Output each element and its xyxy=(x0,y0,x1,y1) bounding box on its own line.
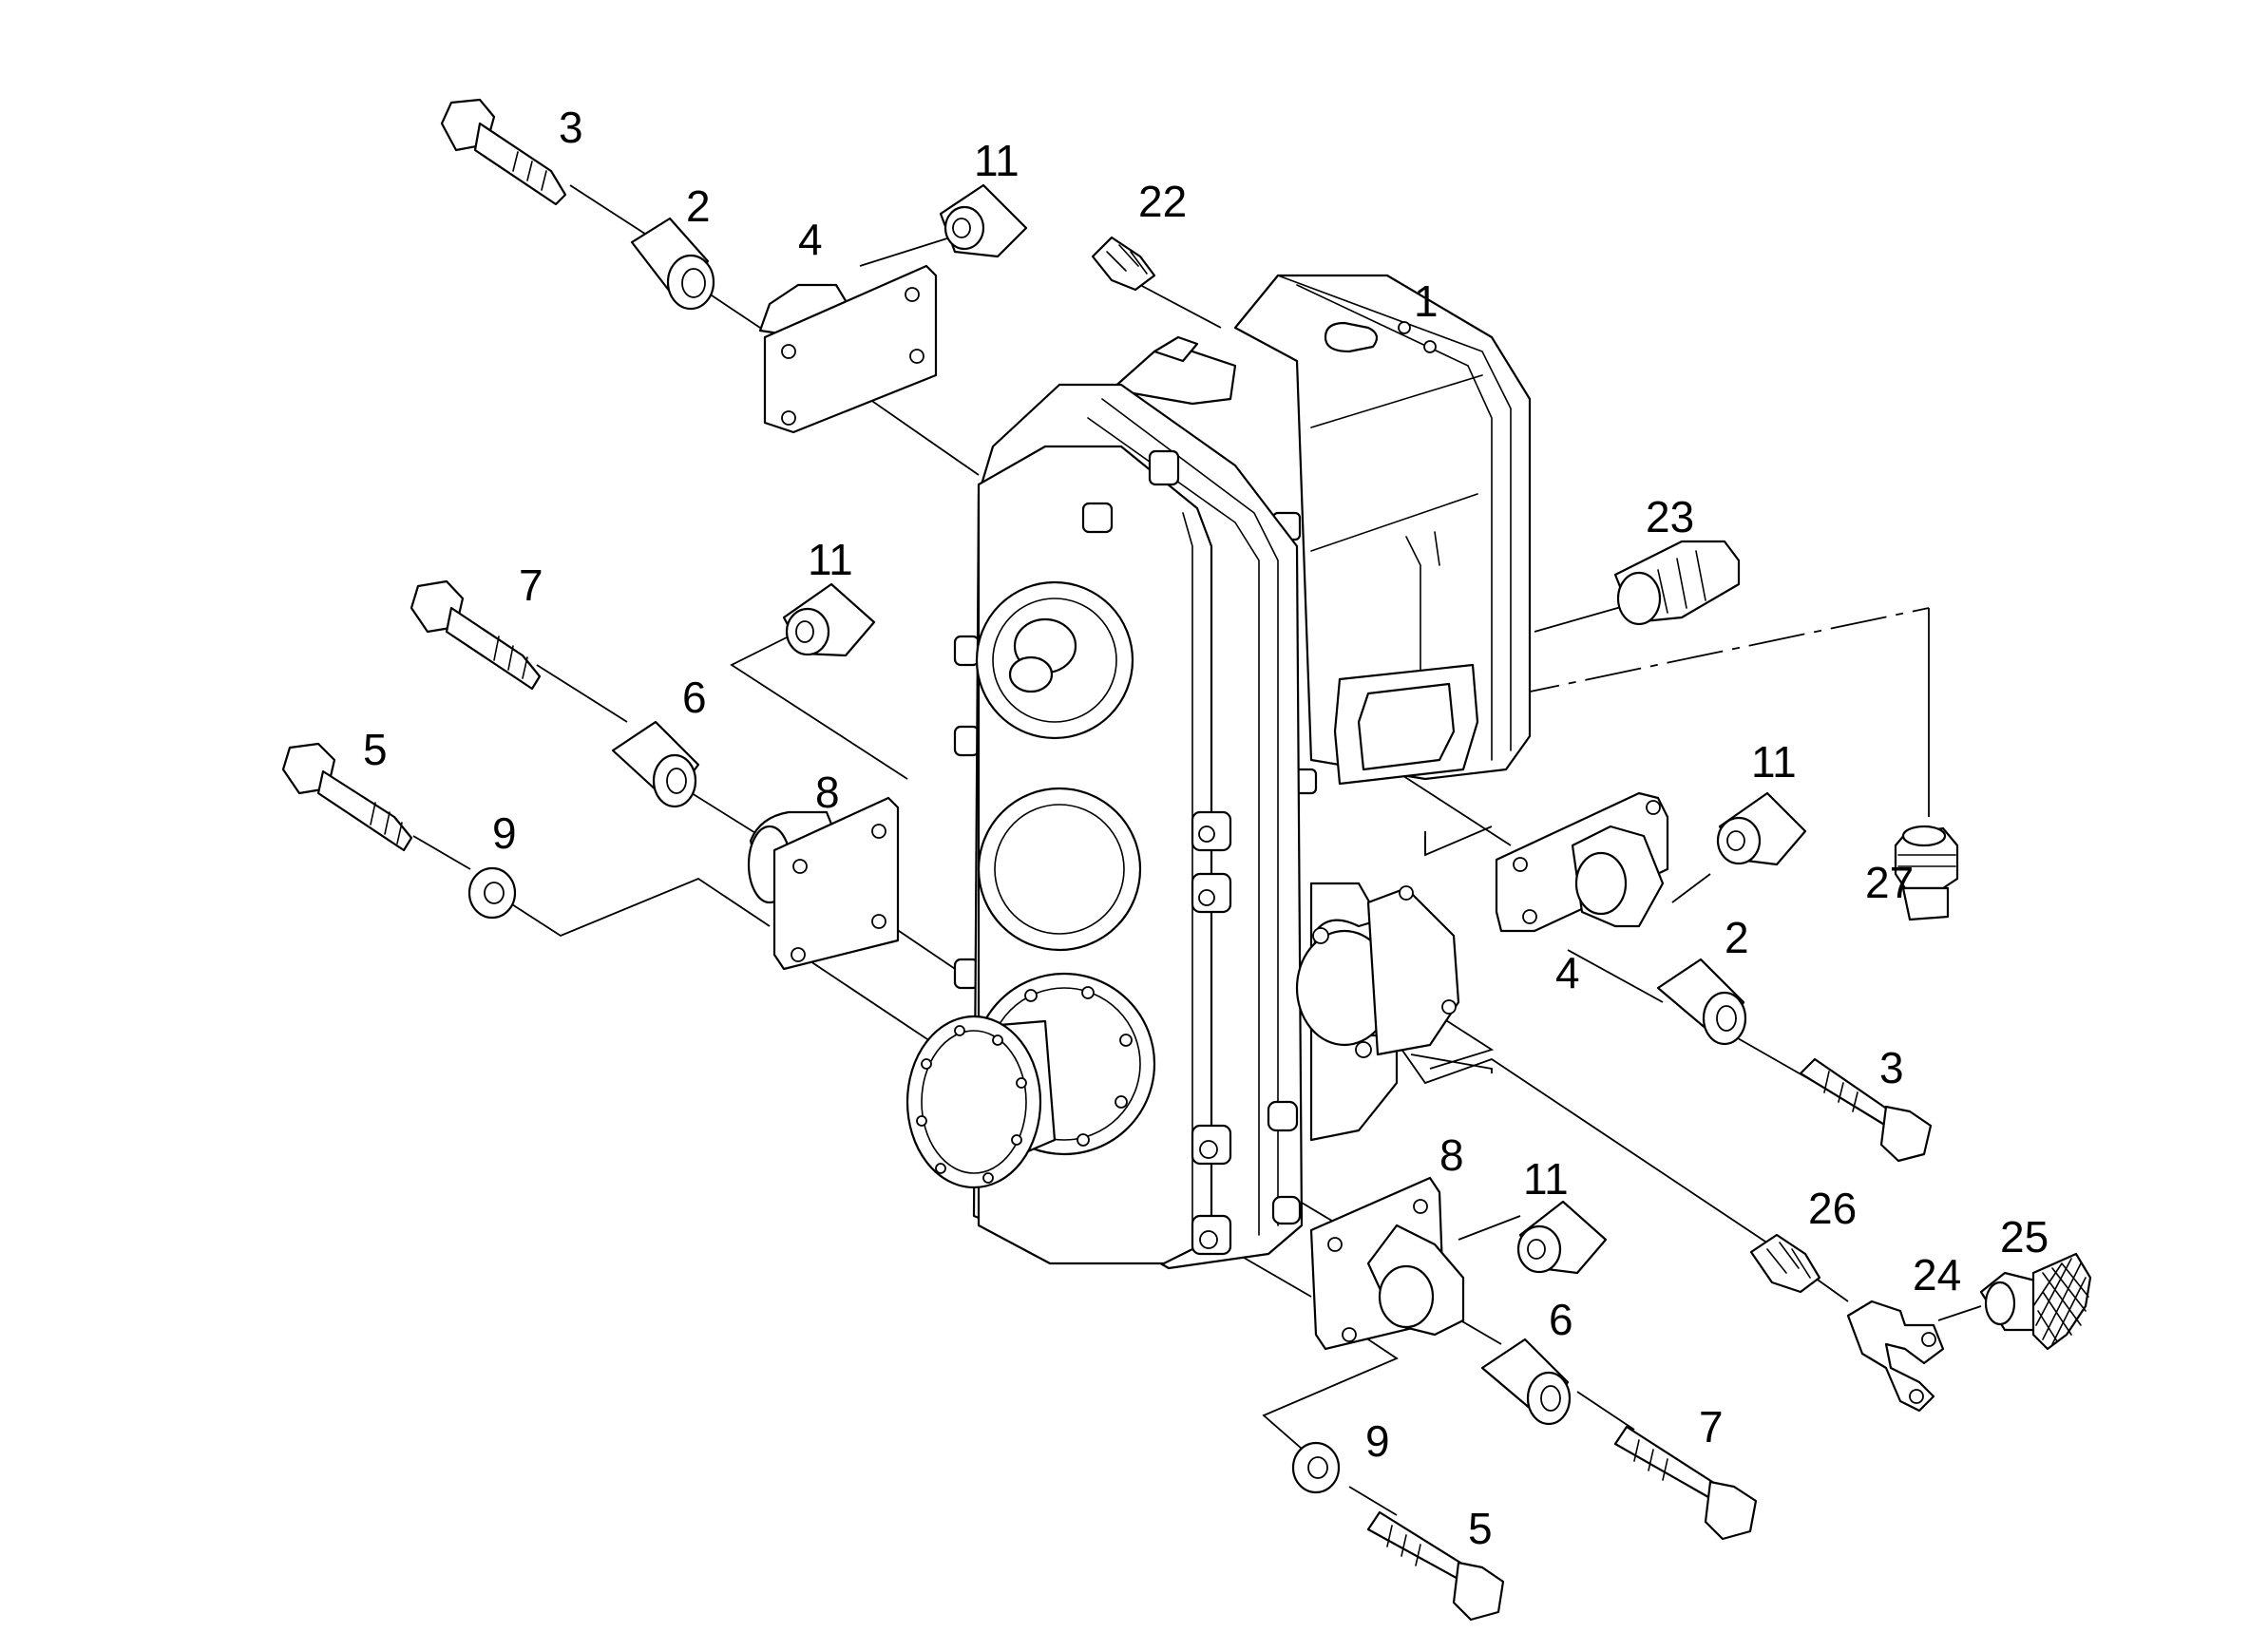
plug-22 xyxy=(1091,236,1156,292)
callout-label-7: 7 xyxy=(519,560,543,610)
callout-label-1: 1 xyxy=(1414,276,1439,326)
callout-label-9: 9 xyxy=(1365,1416,1390,1466)
callout-label-11: 11 xyxy=(1523,1154,1569,1204)
callout-label-5: 5 xyxy=(1468,1504,1493,1553)
callout-label-2: 2 xyxy=(1725,913,1749,962)
bracket-8-bottom xyxy=(1309,1176,1465,1351)
bushing-11-left xyxy=(782,582,876,657)
callout-label-6: 6 xyxy=(1549,1295,1573,1344)
elbow-24 xyxy=(1846,1300,1945,1413)
callout-label-3: 3 xyxy=(1879,1043,1904,1092)
bolt-5-bottom xyxy=(1366,1510,1505,1622)
callout-label-8: 8 xyxy=(1439,1130,1464,1180)
bushing-2-right xyxy=(1656,958,1747,1046)
bushing-11-right xyxy=(1716,791,1807,866)
bracket-8-left xyxy=(747,796,900,971)
callout-label-11: 11 xyxy=(974,136,1020,185)
callout-label-24: 24 xyxy=(1913,1250,1961,1300)
fitting-26 xyxy=(1749,1233,1821,1294)
bracket-4-right xyxy=(1495,791,1669,933)
callout-label-11: 11 xyxy=(808,535,853,584)
callout-label-25: 25 xyxy=(2000,1212,2049,1262)
bushing-6-left xyxy=(611,720,700,808)
bolt-3-top xyxy=(440,98,567,206)
callout-label-26: 26 xyxy=(1808,1184,1857,1233)
callout-label-3: 3 xyxy=(559,103,583,152)
bolt-7-left xyxy=(410,579,542,691)
callout-label-7: 7 xyxy=(1699,1402,1724,1452)
callout-label-11: 11 xyxy=(1751,737,1797,787)
callout-label-8: 8 xyxy=(815,768,840,817)
plug-27 xyxy=(1894,825,1959,921)
bushing-11-top xyxy=(939,183,1028,258)
callout-label-4: 4 xyxy=(1555,948,1580,997)
gearbox-housing xyxy=(905,274,1532,1270)
callout-label-6: 6 xyxy=(682,673,707,722)
bushing-6-bottom xyxy=(1480,1338,1572,1426)
callout-label-2: 2 xyxy=(686,181,711,231)
callout-label-4: 4 xyxy=(798,215,823,264)
callout-label-23: 23 xyxy=(1646,492,1694,541)
callout-label-27: 27 xyxy=(1865,858,1914,907)
callout-label-22: 22 xyxy=(1138,177,1187,226)
strainer-25 xyxy=(1979,1252,2092,1351)
bushing-2-top xyxy=(630,217,715,311)
washer-9-bottom xyxy=(1291,1441,1341,1494)
fitting-23 xyxy=(1613,540,1741,626)
callout-label-9: 9 xyxy=(492,808,517,858)
bolt-3-right xyxy=(1799,1057,1933,1163)
bracket-4-top xyxy=(758,264,938,434)
washer-9-left xyxy=(467,866,517,920)
bolt-5-left xyxy=(281,742,413,852)
callout-label-5: 5 xyxy=(363,725,388,774)
bolt-7-bottom xyxy=(1613,1425,1758,1541)
bushing-11-bottom xyxy=(1516,1200,1608,1275)
